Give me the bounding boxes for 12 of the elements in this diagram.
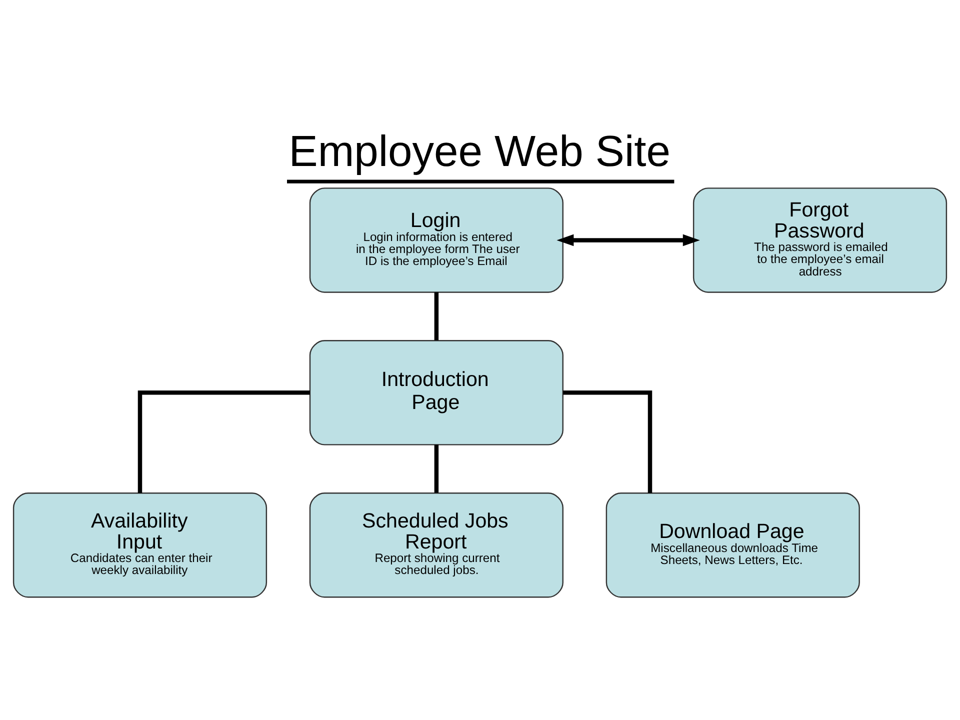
node-box: Download Page Miscellaneous downloads Time Sheets, News Letters, Etc.: [606, 492, 860, 598]
connector: [563, 390, 652, 494]
arrow: [556, 234, 700, 246]
node-box: Login Login information is entered in the employee form The user ID is the employee’s Email: [309, 188, 564, 293]
node-box: Introduction Page: [309, 340, 564, 446]
node-box: Scheduled Jobs Report Report showing current scheduled jobs.: [309, 492, 564, 598]
connector: [434, 444, 439, 493]
diagram-title: Employee Web Site: [288, 128, 670, 176]
connector: [434, 292, 439, 340]
node-box: Forgot Password The password is emailed to the employee’s email address: [692, 188, 948, 293]
node-box: Availability Input Candidates can enter their weekly availability: [12, 492, 268, 598]
connector: [138, 390, 310, 494]
